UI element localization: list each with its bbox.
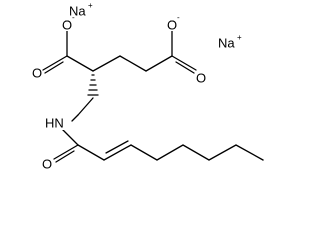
- atom-labels-top: O O O O HN O: [32, 17, 206, 171]
- alpha-carboxylate-oxygen-carbonyl-top: O: [32, 65, 42, 80]
- bond-side-carboxyl-c-o-double: [171, 55, 197, 71]
- bond-amide-c-to-o: [53, 144, 79, 160]
- bond-ch2-b-to-side-carboxyl-c: [145, 55, 173, 72]
- bond-lines: [42, 29, 264, 163]
- bond-alpha-carboxyl-c-o-double: [42, 55, 68, 71]
- bond-c4-c5: [156, 144, 184, 161]
- bond-n-to-amide-c: [61, 128, 79, 146]
- bond-amide-c-to-c2: [77, 144, 105, 161]
- alpha-carboxylate-oxygen-anion-top: O: [62, 17, 72, 32]
- label-knockouts: [31, 21, 206, 170]
- bond-alpha-carboxyl-c-to-alpha-c: [66, 55, 94, 72]
- bond-n-hn-link: [71, 114, 79, 122]
- side-carboxylate-oxygen-carbonyl-top: O: [196, 70, 206, 85]
- bond-side-carboxyl-c-o-double-inner: [175, 61, 195, 74]
- bond-c2-c3-double-inner: [105, 140, 129, 154]
- bond-alpha-c-to-ch2-a: [92, 55, 121, 72]
- bond-c5-c6: [182, 144, 210, 161]
- bond-amide-c-to-o-inner: [55, 150, 75, 163]
- sodium-ion-1-charge: +: [88, 1, 93, 10]
- bond-c3-c4: [130, 144, 158, 161]
- bond-alpha-c-to-n: [77, 97, 94, 116]
- bond-c6-c7: [208, 144, 237, 161]
- amide-oxygen-carbonyl-top: O: [42, 156, 52, 171]
- bond-alpha-carboxyl-c-o-double-inner: [44, 61, 64, 74]
- alpha-carboxylate-oxygen-charge: -: [72, 13, 75, 22]
- bond-c7-c8: [235, 144, 264, 161]
- bond-ch2-a-to-ch2-b: [119, 55, 147, 72]
- sodium-ion-2-symbol: Na: [218, 35, 235, 50]
- side-carboxylate-oxygen-charge: -: [177, 13, 180, 22]
- side-carboxylate-oxygen-anion-top: O: [167, 17, 177, 32]
- sodium-ion-1-symbol: Na: [69, 3, 86, 18]
- chemical-structure: Na + Na + O - O O - O HN O O O O O HN O: [31, 1, 264, 171]
- stereo-hash-bond: [87, 74, 99, 96]
- sodium-ion-2-charge: +: [237, 33, 242, 42]
- bond-c2-c3-double: [103, 144, 132, 161]
- amide-nitrogen-label-top: HN: [45, 115, 64, 130]
